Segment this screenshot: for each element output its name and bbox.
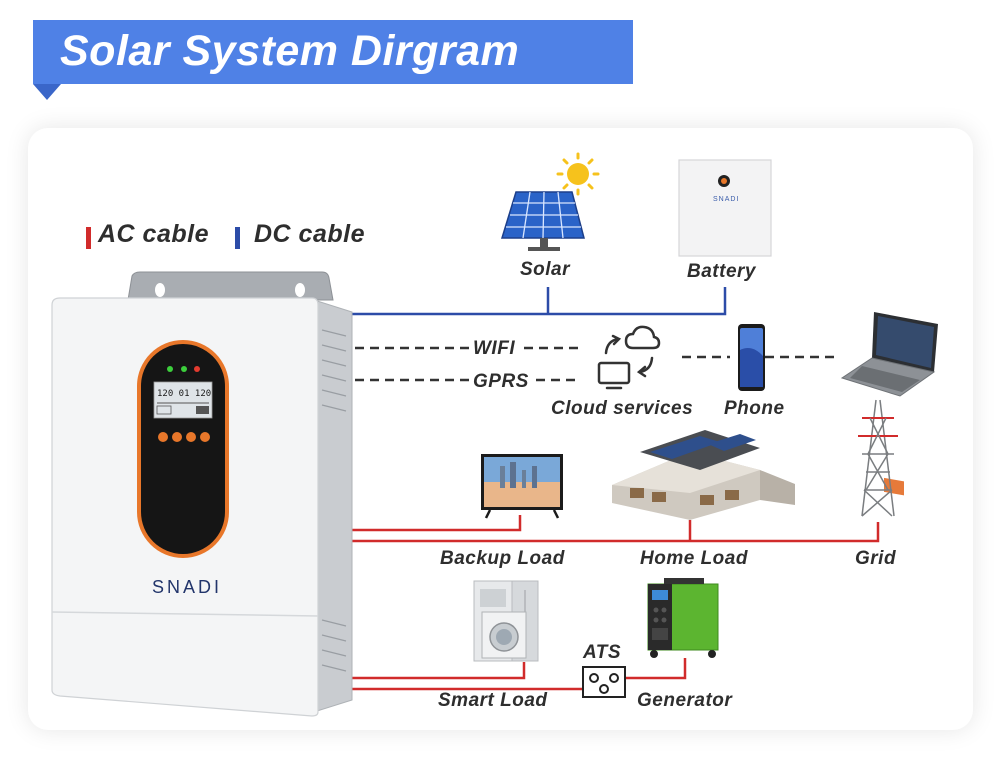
ac-cable-lower	[350, 658, 687, 691]
appliance-icon	[473, 580, 539, 662]
generator-icon	[647, 578, 719, 658]
battery-brand-logo: SNADI	[713, 196, 740, 203]
page-title: Solar System Dirgram	[60, 27, 520, 75]
ac-legend-swatch	[86, 227, 91, 249]
solar-panel-icon	[500, 191, 585, 251]
inverter-brand-logo: SNADI	[152, 577, 223, 597]
cloud-icon	[597, 325, 661, 390]
smart-load-label: Smart Load	[438, 690, 548, 711]
battery-icon	[678, 159, 772, 257]
battery-label: Battery	[687, 261, 756, 282]
house-icon	[612, 430, 795, 520]
phone-label: Phone	[724, 398, 785, 419]
ats-switch-icon	[582, 666, 626, 698]
ac-legend-label: AC cable	[98, 220, 209, 248]
dc-legend-label: DC cable	[254, 220, 365, 248]
phone-icon	[738, 324, 765, 391]
wifi-label: WIFI	[473, 338, 516, 359]
ac-cable-main	[350, 515, 880, 543]
tv-icon	[481, 454, 563, 519]
home-load-label: Home Load	[640, 548, 748, 569]
title-banner	[33, 20, 633, 84]
backup-load-label: Backup Load	[440, 548, 565, 569]
wireless-links	[355, 346, 840, 382]
grid-tower-icon	[858, 399, 898, 517]
banner-tail	[33, 84, 61, 100]
dc-legend-swatch	[235, 227, 240, 249]
sun-icon	[556, 152, 600, 196]
ats-label: ATS	[583, 642, 622, 663]
solar-label: Solar	[520, 259, 571, 280]
dc-cable	[350, 287, 727, 316]
generator-label: Generator	[637, 690, 733, 711]
inverter-screen-readout: 120 01 120	[157, 389, 211, 399]
inverter: 120 01 120	[51, 271, 353, 717]
grid-label: Grid	[855, 548, 897, 569]
laptop-icon	[840, 312, 938, 496]
gprs-label: GPRS	[473, 371, 529, 392]
cloud-services-label: Cloud services	[551, 398, 694, 419]
